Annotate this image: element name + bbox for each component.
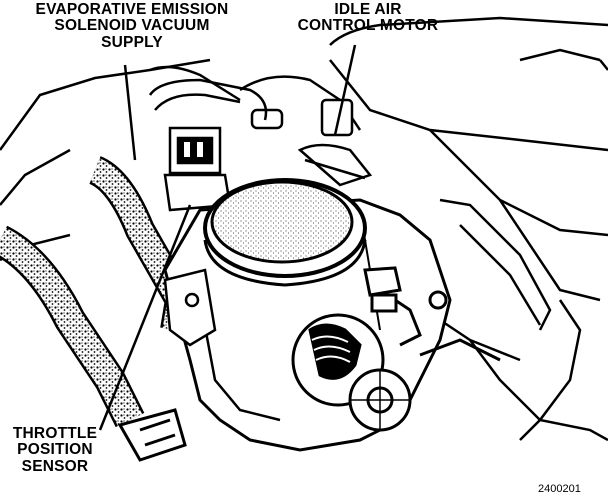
- idle-air-control-label: IDLE AIR CONTROL MOTOR: [297, 1, 439, 35]
- air-inlet-bore: [203, 178, 367, 287]
- tps-leader-line: [98, 204, 192, 431]
- throttle-position-sensor: [163, 268, 217, 347]
- engine-background: [0, 16, 608, 442]
- evap-solenoid-label: EVAPORATIVE EMISSION SOLENOID VACUUM SUP…: [35, 1, 229, 51]
- leader-lines: [98, 44, 357, 431]
- evap-hose-loop: [148, 78, 284, 130]
- mounting-bolt: [363, 266, 448, 313]
- throttle-linkage: [291, 298, 501, 432]
- iac-leader-line: [333, 44, 357, 136]
- vacuum-hose-foam: [0, 156, 196, 428]
- idle-air-control-motor: [297, 98, 373, 187]
- cable-fitting: [117, 408, 187, 462]
- evap-leader-line: [123, 64, 137, 161]
- throttle-position-sensor-label: THROTTLE POSITION SENSOR: [12, 425, 98, 475]
- figure-number: 2400201: [538, 483, 581, 495]
- evap-solenoid-connector: [163, 126, 232, 212]
